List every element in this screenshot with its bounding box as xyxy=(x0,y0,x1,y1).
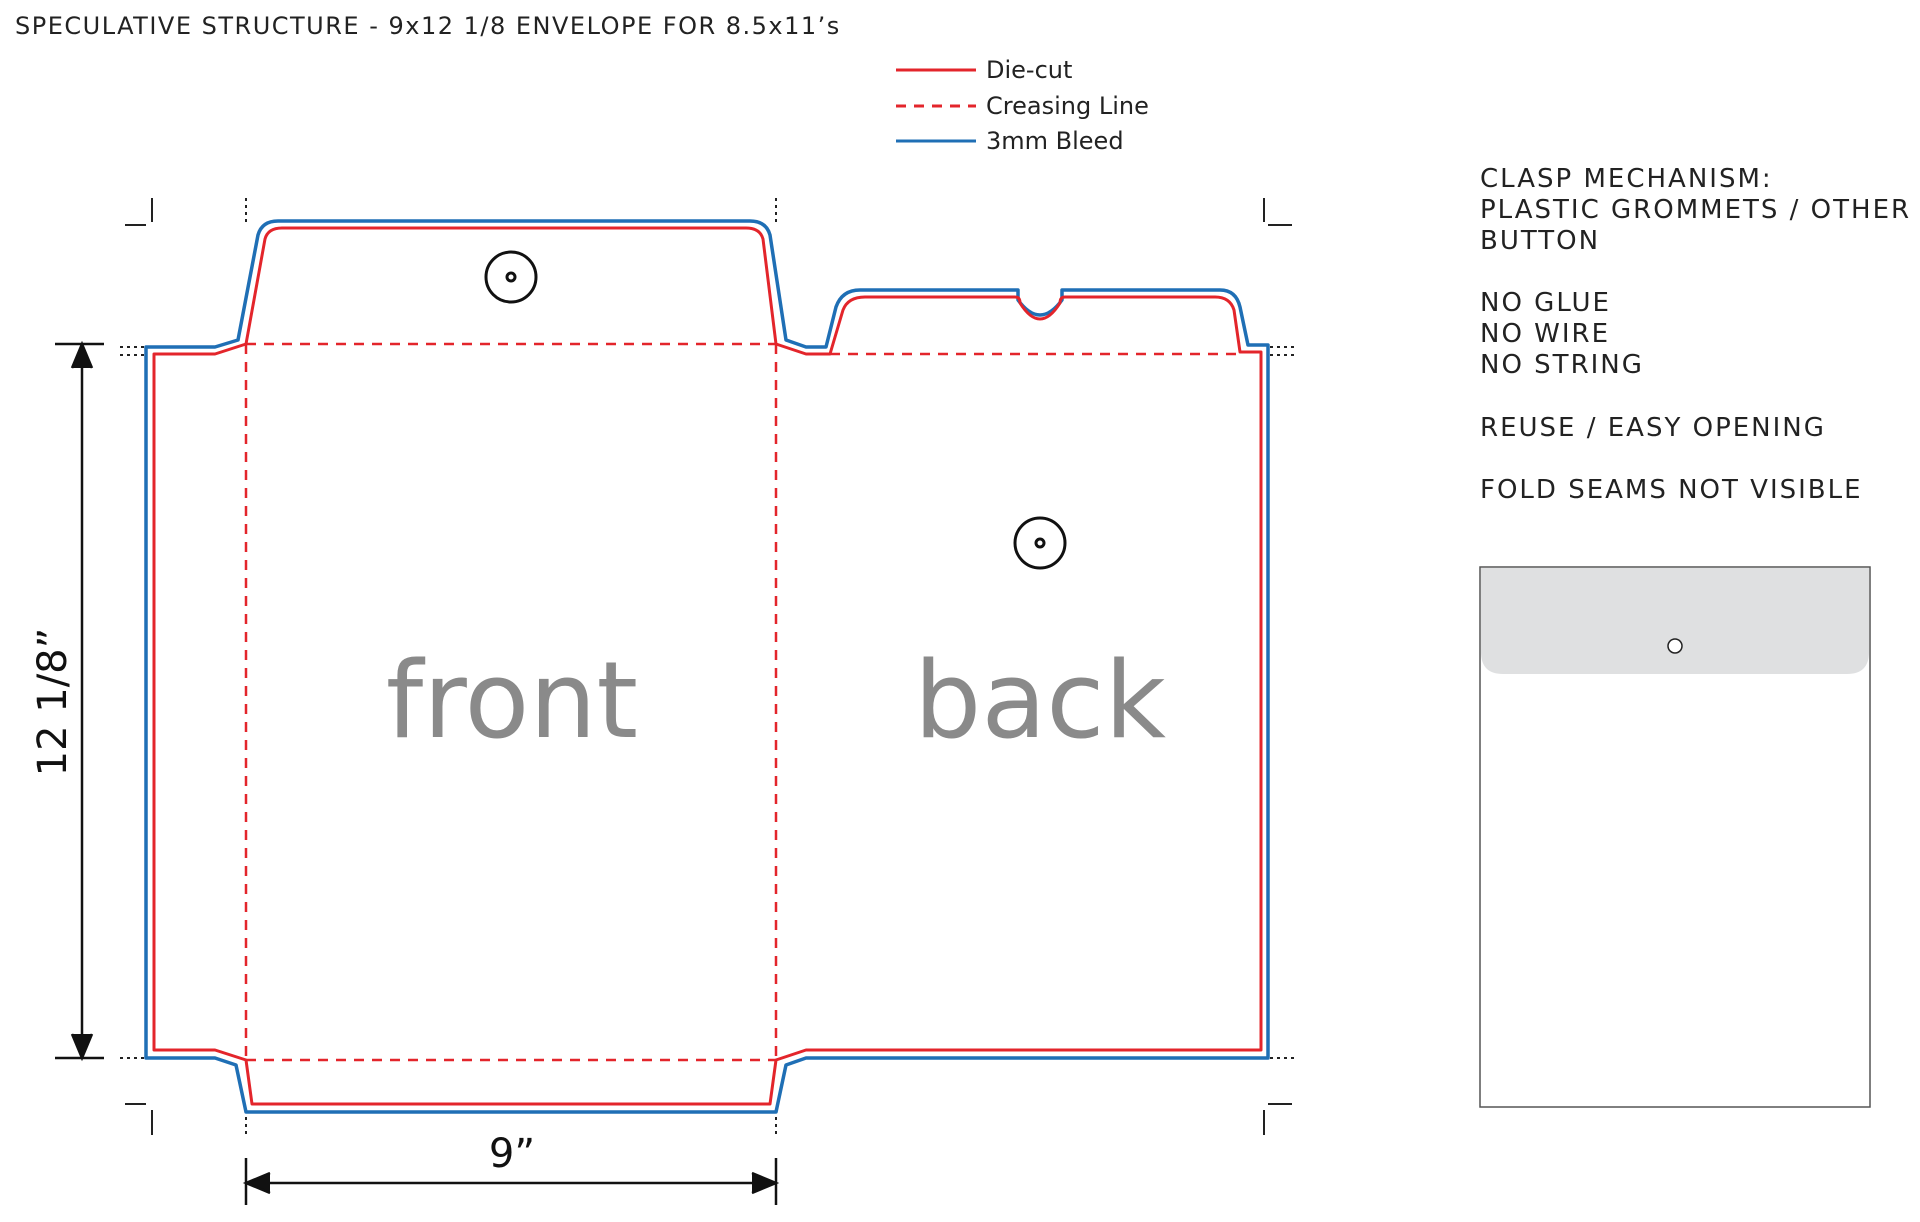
creasing-lines xyxy=(244,342,1240,1062)
envelope-flap xyxy=(1481,568,1869,674)
legend: Die-cut Creasing Line 3mm Bleed xyxy=(896,56,1149,155)
note-line: PLASTIC GROMMETS / OTHER xyxy=(1480,195,1911,225)
note-line: CLASP MECHANISM: xyxy=(1480,164,1773,194)
note-line: BUTTON xyxy=(1480,226,1600,256)
note-line: NO GLUE xyxy=(1480,288,1611,318)
note-line: REUSE / EASY OPENING xyxy=(1480,413,1826,443)
diecut-outline xyxy=(152,226,1263,1106)
legend-label-diecut: Die-cut xyxy=(986,56,1072,84)
height-dimension xyxy=(55,340,104,1062)
width-dimension xyxy=(242,1158,780,1205)
crop-marks xyxy=(125,198,1292,1135)
legend-label-bleed: 3mm Bleed xyxy=(986,127,1124,155)
grommet-icon xyxy=(484,250,538,304)
grommet-icon xyxy=(1667,638,1683,654)
note-line: FOLD SEAMS NOT VISIBLE xyxy=(1480,475,1863,505)
panel-label-back: back xyxy=(914,639,1167,762)
note-line: NO STRING xyxy=(1480,350,1644,380)
notes-block: CLASP MECHANISM: PLASTIC GROMMETS / OTHE… xyxy=(1480,164,1911,505)
closed-envelope-preview xyxy=(1479,566,1871,1108)
height-dimension-label: 12 1/8” xyxy=(30,628,76,777)
bleed-outline xyxy=(144,219,1270,1114)
grommet-icon xyxy=(1013,516,1067,570)
note-line: NO WIRE xyxy=(1480,319,1610,349)
panel-label-front: front xyxy=(386,639,638,762)
legend-label-crease: Creasing Line xyxy=(986,92,1149,120)
width-dimension-label: 9” xyxy=(489,1131,535,1177)
diagram-title: SPECULATIVE STRUCTURE - 9x12 1/8 ENVELOP… xyxy=(15,12,841,40)
